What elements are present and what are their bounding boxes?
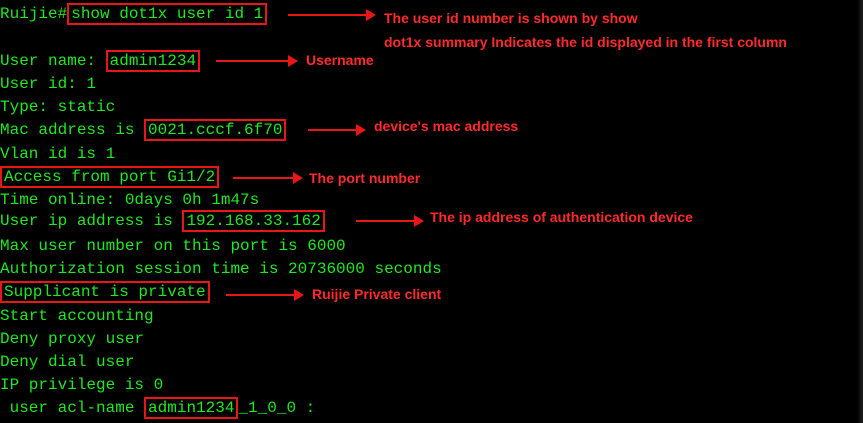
user-ip-line: User ip address is 192.168.33.162 [0,210,325,232]
username-arrow-icon [216,55,298,67]
ip-highlight: 192.168.33.162 [182,210,325,232]
prompt: Ruijie# [0,5,68,23]
deny-dial-line: Deny dial user [0,353,135,371]
command-arrow-icon [288,9,376,21]
vlan-line: Vlan id is 1 [0,145,116,163]
user-name-label: User name: [0,52,106,70]
acl-highlight: admin1234 [144,397,239,419]
deny-proxy-line: Deny proxy user [0,330,145,348]
start-accounting-line: Start accounting [0,307,154,325]
acl-name-line: user acl-name admin1234_1_0_0 : [0,397,316,419]
time-online-line: Time online: 0days 0h 1m47s [0,191,260,209]
command-highlight: show dot1x user id 1 [67,3,268,25]
supplicant-highlight: Supplicant is private [0,281,210,303]
mac-highlight: 0021.cccf.6f70 [144,119,287,141]
command-note-2: dot1x summary Indicates the id displayed… [384,34,787,50]
window-edge-shadow [857,0,863,423]
mac-arrow-icon [308,124,366,136]
mac-note: device's mac address [374,118,519,134]
command-note-1: The user id number is shown by show [384,10,638,26]
supplicant-arrow-icon [226,289,304,301]
acl-suffix: _1_0_0 : [238,399,316,417]
ip-arrow-icon [356,215,424,227]
command-line: Ruijie#show dot1x user id 1 [0,3,268,25]
user-name-highlight: admin1234 [105,50,201,72]
supplicant-line: Supplicant is private [0,281,210,303]
ip-note: The ip address of authentication device [430,209,693,225]
auth-session-line: Authorization session time is 20736000 s… [0,260,442,278]
ip-label: User ip address is [0,212,183,230]
access-port-line: Access from port Gi1/2 [0,166,220,188]
access-port-highlight: Access from port Gi1/2 [0,166,220,188]
mac-address-line: Mac address is 0021.cccf.6f70 [0,119,287,141]
port-note: The port number [309,170,421,186]
user-name-line: User name: admin1234 [0,50,201,72]
max-user-line: Max user number on this port is 6000 [0,237,346,255]
port-arrow-icon [233,172,303,184]
username-note: Username [306,52,374,68]
acl-prefix: user acl-name [0,399,145,417]
type-line: Type: static [0,98,116,116]
ip-privilege-line: IP privilege is 0 [0,376,164,394]
supplicant-note: Ruijie Private client [312,286,442,302]
user-id-line: User id: 1 [0,75,97,93]
mac-label: Mac address is [0,121,145,139]
